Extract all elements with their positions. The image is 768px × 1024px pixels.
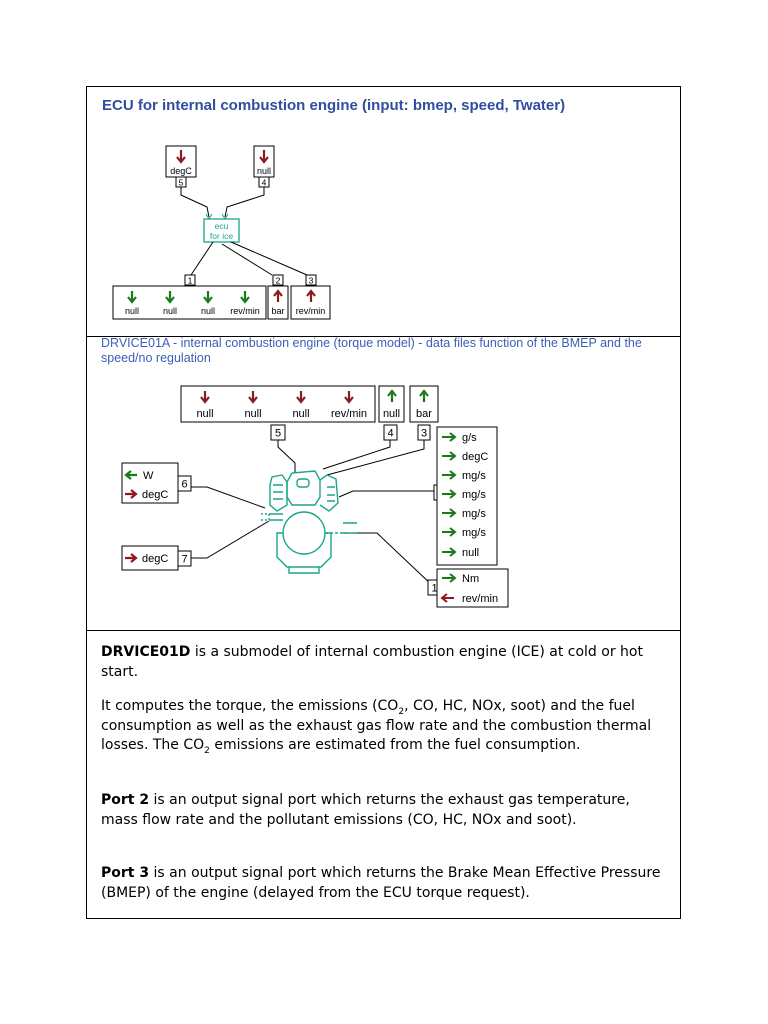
co2-subscript-1: 2 [398,706,405,717]
paragraph-computes: It computes the torque, the emissions (C… [101,697,671,756]
engine-port2-unit-1: g/s [462,432,477,444]
engine-input-box [180,385,376,423]
engine-port2-unit-4: mg/s [462,489,486,501]
document-frame: ECU for internal combustion engine (inpu… [86,86,681,919]
section-divider-2 [87,630,680,631]
computes-text-c: emissions are estimated from the fuel co… [209,737,581,753]
port3-label: Port 3 [101,865,150,881]
engine-diagram: null null null rev/min null bar 5 4 3 W … [121,385,509,608]
section-divider-1 [87,336,680,337]
ecu-block-label-2: for ice [210,231,233,241]
ecu-output-unit-6: rev/min [296,306,326,316]
computes-text-a: It computes the torque, the emissions (C… [101,698,399,714]
engine-input-unit-2: null [244,408,261,420]
ecu-output-unit-4: rev/min [230,306,260,316]
ecu-output-box-1 [112,285,267,320]
engine-icon [261,470,357,574]
ecu-output-unit-5: bar [271,306,284,316]
ecu-input-arrow-4 [259,150,269,164]
paragraph-intro: DRVICE01D is a submodel of internal comb… [101,643,671,682]
ecu-port-3-number: 3 [309,276,314,286]
ecu-port-4-number: 4 [262,178,267,188]
ecu-input-unit-5: degC [170,166,192,176]
ecu-block-label-1: ecu [215,221,229,231]
engine-port7-unit: degC [142,553,168,565]
engine-port6-unit-1: W [143,470,154,482]
port2-text: is an output signal port which returns t… [101,792,630,828]
computes-text-b: , CO, HC, NOx, soot) and the fuel consum… [101,698,652,753]
ecu-diagram: degC 5 null 4 ecu for ice 1 2 3 [112,145,331,320]
engine-port2-unit-3: mg/s [462,470,486,482]
engine-input-unit-1: null [196,408,213,420]
port3-text: is an output signal port which returns t… [101,865,661,901]
engine-input-unit-3: null [292,408,309,420]
ecu-output-unit-2: null [163,306,177,316]
ecu-block [203,218,240,243]
ecu-port-5-number: 5 [179,178,184,188]
engine-input-unit-6: bar [416,408,432,420]
ecu-input-unit-4: null [257,166,271,176]
engine-subtitle: DRVICE01A - internal combustion engine (… [101,336,642,365]
engine-port-4-number: 4 [387,428,393,440]
engine-port6-unit-2: degC [142,489,168,501]
port2-label: Port 2 [101,792,150,808]
engine-port-1-number: 1 [431,583,437,595]
engine-port-3-number: 3 [421,428,427,440]
engine-port2-box [436,426,498,566]
submodel-name: DRVICE01D [101,644,191,660]
engine-port1-box [436,568,509,608]
ecu-output-unit-3: null [201,306,215,316]
engine-port1-unit-2: rev/min [462,593,498,605]
engine-port-5-number: 5 [275,428,281,440]
engine-port2-unit-2: degC [462,451,488,463]
ecu-input-arrow-5 [176,150,186,164]
ecu-port-1-number: 1 [188,276,193,286]
paragraph-port3: Port 3 is an output signal port which re… [101,864,671,903]
ecu-output-box-2 [267,285,289,320]
paragraph-port2: Port 2 is an output signal port which re… [101,791,671,830]
engine-input-unit-5: null [383,408,400,420]
engine-port2-unit-5: mg/s [462,508,486,520]
engine-port1-unit-1: Nm [462,573,479,585]
engine-port-6-number: 6 [181,479,187,491]
engine-input-unit-4: rev/min [331,408,367,420]
engine-port2-unit-7: null [462,547,479,559]
ecu-port-2-number: 2 [276,276,281,286]
co2-subscript-2: 2 [204,745,210,756]
ecu-output-unit-1: null [125,306,139,316]
engine-port-7-number: 7 [181,554,187,566]
engine-port2-unit-6: mg/s [462,527,486,539]
intro-text: is a submodel of internal combustion eng… [101,644,643,680]
section-title: ECU for internal combustion engine (inpu… [102,97,566,114]
